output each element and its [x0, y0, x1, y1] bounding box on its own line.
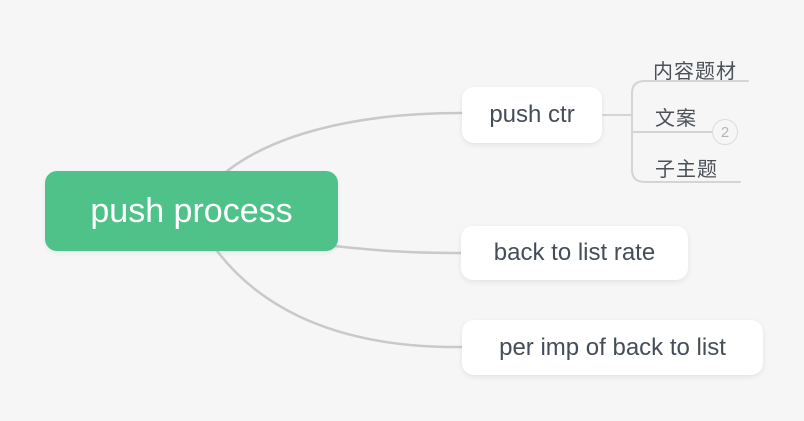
subtopic-sub-topic[interactable]: 子主题 [655, 159, 718, 181]
subtopic-copywriting[interactable]: 文案 [655, 108, 697, 130]
topic-back-to-list-rate[interactable]: back to list rate [461, 226, 688, 280]
subtopic-content-theme[interactable]: 内容题材 [653, 61, 737, 83]
root-topic-push-process[interactable]: push process [45, 171, 338, 251]
topic-push-ctr[interactable]: push ctr [462, 87, 602, 143]
topic-per-imp-of-back-to-list[interactable]: per imp of back to list [462, 320, 763, 375]
collapsed-children-count-badge[interactable]: 2 [712, 119, 738, 145]
